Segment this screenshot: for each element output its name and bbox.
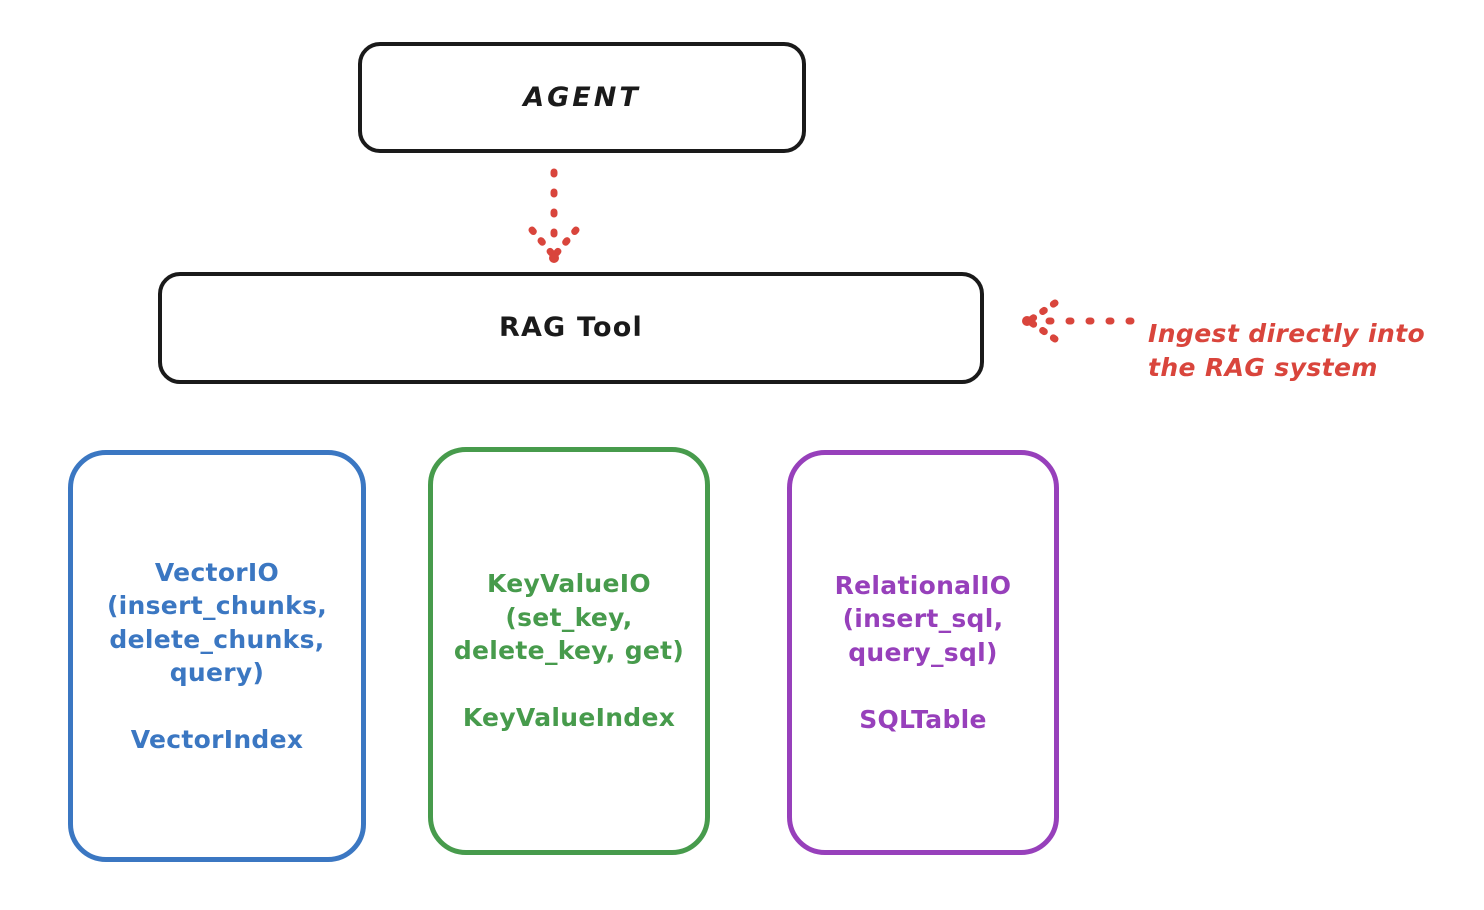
arrow-agent-to-rag-tool <box>528 168 580 263</box>
arrow-ingest-head-tip <box>1022 316 1032 326</box>
arrow-agent-head-left <box>528 226 558 260</box>
node-key-value-io-label: KeyValueIO (set_key, delete_key, get) Ke… <box>453 569 685 733</box>
arrow-ingest-to-rag-tool <box>1022 299 1135 343</box>
node-vector-io[interactable]: VectorIO (insert_chunks, delete_chunks, … <box>68 450 366 862</box>
node-agent[interactable]: AGENT <box>358 42 806 153</box>
node-vector-io-label: VectorIO (insert_chunks, delete_chunks, … <box>106 557 328 755</box>
arrow-ingest-head-bottom <box>1025 317 1059 343</box>
arrow-ingest-head-top <box>1025 299 1059 325</box>
node-relational-io-label: RelationalIO (insert_sql, query_sql) SQL… <box>834 570 1012 734</box>
annotation-ingest-note-text: Ingest directly into the RAG system <box>1148 318 1426 382</box>
arrow-agent-head-tip <box>549 253 559 263</box>
arrow-agent-head-right <box>550 226 580 260</box>
node-relational-io[interactable]: RelationalIO (insert_sql, query_sql) SQL… <box>787 450 1059 855</box>
node-rag-tool-label: RAG Tool <box>498 312 644 344</box>
annotation-ingest-note: Ingest directly into the RAG system <box>1148 283 1478 384</box>
node-key-value-io[interactable]: KeyValueIO (set_key, delete_key, get) Ke… <box>428 447 710 855</box>
node-agent-label: AGENT <box>523 81 641 113</box>
node-rag-tool[interactable]: RAG Tool <box>158 272 984 384</box>
